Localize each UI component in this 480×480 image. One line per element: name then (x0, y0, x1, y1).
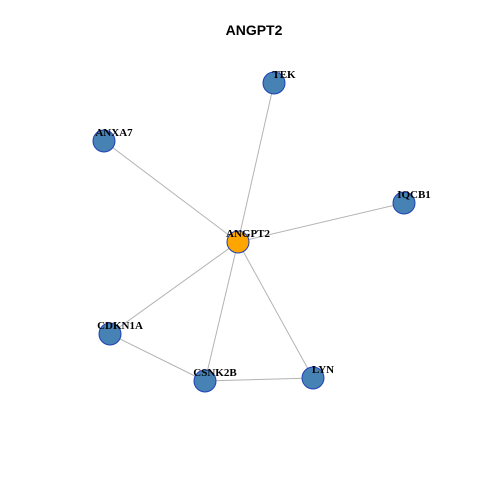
node-label-lyn: LYN (312, 364, 334, 376)
node-cdkn1a (98, 322, 122, 346)
node-label-iqcb1: IQCB1 (397, 189, 431, 201)
edge-angpt2-cdkn1a (109, 241, 239, 335)
edge-angpt2-lyn (237, 241, 314, 379)
node-label-csnk2b: CSNK2B (193, 367, 237, 379)
node-label-tek: TEK (272, 69, 296, 81)
node-layer (92, 71, 416, 393)
edge-angpt2-anxa7 (103, 140, 239, 243)
node-label-cdkn1a: CDKN1A (97, 320, 143, 332)
edge-angpt2-iqcb1 (237, 202, 405, 243)
node-iqcb1 (392, 191, 416, 215)
node-label-anxa7: ANXA7 (95, 127, 133, 139)
node-tek (262, 71, 286, 95)
edge-layer (103, 82, 405, 382)
node-angpt2 (226, 230, 250, 254)
edge-angpt2-tek (237, 82, 275, 243)
node-csnk2b (193, 369, 217, 393)
node-lyn (301, 366, 325, 390)
edge-cdkn1a-csnk2b (109, 333, 206, 382)
graph-title: ANGPT2 (226, 22, 283, 38)
edge-angpt2-csnk2b (204, 241, 239, 382)
node-anxa7 (92, 129, 116, 153)
edge-csnk2b-lyn (204, 377, 314, 382)
node-label-angpt2: ANGPT2 (226, 228, 271, 240)
